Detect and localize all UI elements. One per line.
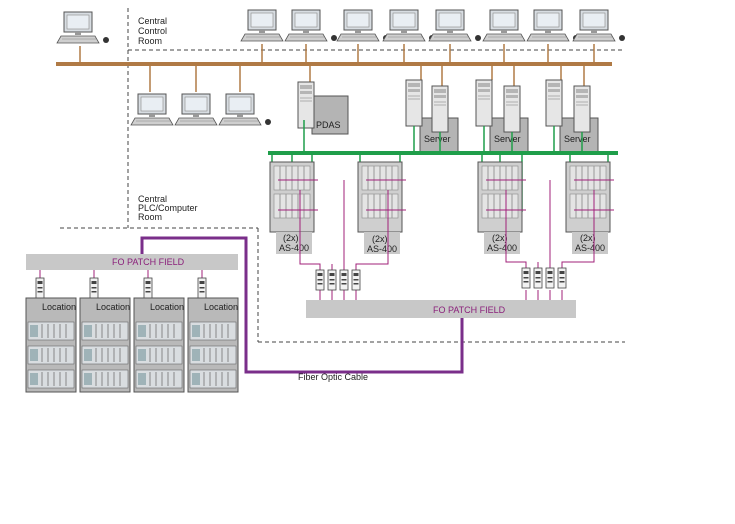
as400-rack: (2x) AS-400 <box>269 161 315 254</box>
room-boundaries <box>60 8 625 343</box>
as400-rack: (2x) AS-400 <box>477 161 523 254</box>
io-module-icon <box>135 345 183 365</box>
as400-count-label: (2x) <box>580 233 596 243</box>
as400-label: AS-400 <box>575 243 605 253</box>
location-cabinet: Location <box>79 297 131 393</box>
workstation-icon <box>572 9 626 42</box>
fiber-transceiver-icon <box>327 269 337 291</box>
fiber-transceiver-icon <box>533 267 543 289</box>
io-module-icon <box>27 345 75 365</box>
workstation-icon <box>240 9 294 42</box>
workstation-icon <box>336 9 390 42</box>
plc-rack-icon <box>269 161 315 233</box>
fiber-transceiver-icon <box>557 267 567 289</box>
plc-room-label-1: Central <box>138 194 167 204</box>
pdas-label: PDAS <box>316 120 341 130</box>
io-module-icon <box>135 369 183 389</box>
io-module-icon <box>81 369 129 389</box>
fiber-transceiver-icon <box>545 267 555 289</box>
fo-patch-field-field: FO PATCH FIELD <box>26 254 238 270</box>
io-module-icon <box>135 321 183 341</box>
plc-rack-icon <box>477 161 523 233</box>
as400-label: AS-400 <box>367 244 397 254</box>
ethernet-bus <box>56 44 612 92</box>
pdas-server: PDAS <box>297 81 349 135</box>
control-room-label-1: Central <box>138 16 167 26</box>
as400-label: AS-400 <box>487 243 517 253</box>
location-cabinet: Location <box>187 297 239 393</box>
location-cabinet: Location <box>25 297 77 393</box>
workstation-icon <box>428 9 482 42</box>
server-label: Server <box>424 134 451 144</box>
io-module-icon <box>189 369 237 389</box>
workstation-icon <box>526 9 580 42</box>
server-tower-icon <box>545 79 563 127</box>
fiber-transceiver-icon <box>339 269 349 291</box>
plc-room-label-2: PLC/Computer <box>138 203 198 213</box>
fiber-optic-cable: Fiber Optic Cable <box>140 236 464 382</box>
fiber-transceiver-icon <box>197 277 207 299</box>
fo-patch-field-label: FO PATCH FIELD <box>112 257 185 267</box>
location-label: Location <box>96 302 130 312</box>
plc-room-label-3: Room <box>138 212 162 222</box>
io-module-icon <box>27 369 75 389</box>
fiber-transceiver-icon <box>521 267 531 289</box>
location-label: Location <box>42 302 76 312</box>
server-tower-icon <box>475 79 493 127</box>
as400-count-label: (2x) <box>283 233 299 243</box>
io-module-icon <box>27 321 75 341</box>
rack-interconnects <box>278 179 614 300</box>
as400-rack: (2x) AS-400 <box>357 161 403 254</box>
fiber-transceiver-icon <box>143 277 153 299</box>
server-tower-icon <box>573 85 591 133</box>
control-room-label-3: Room <box>138 36 162 46</box>
workstation-icon <box>284 9 338 42</box>
fiber-transceiver-icon <box>35 277 45 299</box>
plc-rack-icon <box>565 161 611 233</box>
workstation-icon <box>56 11 110 44</box>
plc-rack-icon <box>357 161 403 233</box>
fiber-cable-label: Fiber Optic Cable <box>298 372 368 382</box>
fo-patch-field-plc: FO PATCH FIELD <box>306 300 576 318</box>
workstation-icon <box>382 9 436 42</box>
as400-label: AS-400 <box>279 243 309 253</box>
server-tower-icon <box>431 85 449 133</box>
server-tower-icon <box>405 79 423 127</box>
workstation-icon <box>174 93 228 126</box>
fo-patch-field-label: FO PATCH FIELD <box>433 305 506 315</box>
server-label: Server <box>494 134 521 144</box>
location-cabinet: Location <box>133 297 185 393</box>
as400-rack: (2x) AS-400 <box>565 161 611 254</box>
control-room-label-2: Control <box>138 26 167 36</box>
fiber-transceiver-icon <box>315 269 325 291</box>
as400-count-label: (2x) <box>492 233 508 243</box>
io-module-icon <box>81 345 129 365</box>
server-group: Server <box>545 79 599 153</box>
server-group: Server <box>405 79 459 153</box>
server-tower-icon <box>297 81 315 129</box>
server-tower-icon <box>503 85 521 133</box>
fiber-transceiver-icon <box>89 277 99 299</box>
server-group: Server <box>475 79 529 153</box>
fiber-transceiver-icon <box>351 269 361 291</box>
location-label: Location <box>150 302 184 312</box>
workstation-icon <box>130 93 184 126</box>
io-module-icon <box>81 321 129 341</box>
io-module-icon <box>189 321 237 341</box>
io-module-icon <box>189 345 237 365</box>
location-label: Location <box>204 302 238 312</box>
workstation-icon <box>482 9 536 42</box>
workstation-icon <box>218 93 272 126</box>
server-label: Server <box>564 134 591 144</box>
as400-count-label: (2x) <box>372 234 388 244</box>
